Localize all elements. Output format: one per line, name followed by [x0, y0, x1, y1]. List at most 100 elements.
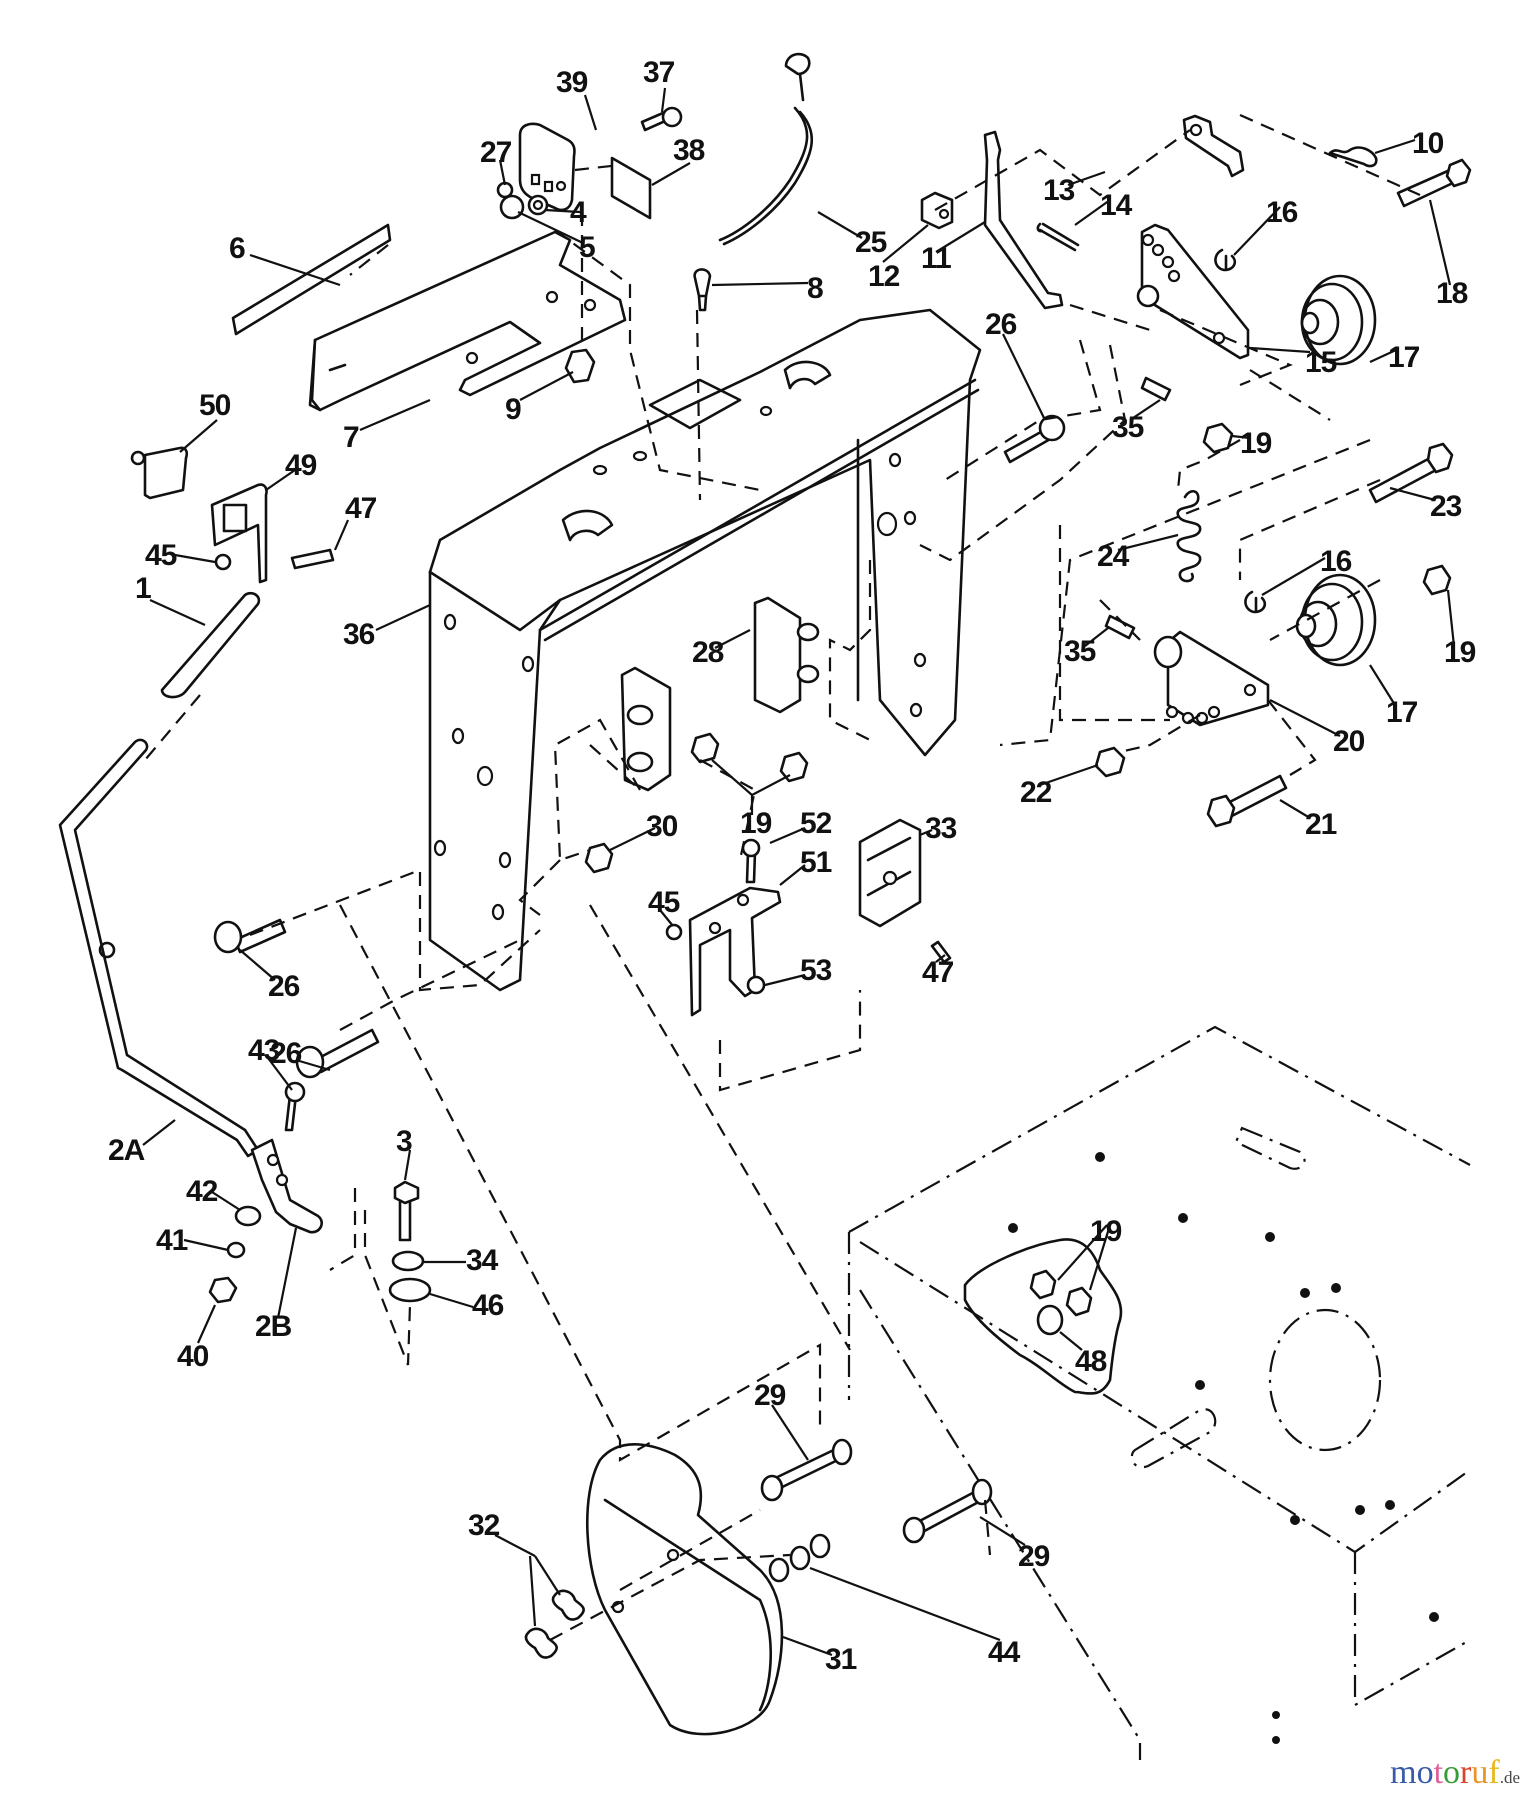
grease-fitting-part-35-upper	[1140, 376, 1172, 402]
callout-5: 5	[579, 231, 595, 264]
callout-47: 47	[345, 492, 377, 525]
callout-25: 25	[855, 226, 887, 259]
nut-part-19-upper	[1202, 422, 1234, 454]
cutaway-plate	[963, 1238, 1123, 1395]
leader-lines	[142, 87, 1456, 1657]
callout-44: 44	[988, 1636, 1021, 1669]
spring-part-24	[1176, 490, 1202, 583]
callout-46: 46	[472, 1289, 504, 1322]
callout-36: 36	[343, 618, 375, 651]
label-part-38	[610, 156, 652, 220]
callout-49: 49	[285, 449, 317, 482]
watermark-letter: t	[1433, 1754, 1444, 1791]
callout-42: 42	[186, 1175, 218, 1208]
callout-7: 7	[343, 421, 359, 454]
nut-part-22	[1094, 746, 1126, 778]
callout-18: 18	[1436, 277, 1468, 310]
callout-33: 33	[925, 812, 957, 845]
callout-26: 26	[270, 1037, 302, 1070]
spring-clip-part-16-lower	[1244, 590, 1267, 614]
callout-13: 13	[1043, 174, 1075, 207]
callout-51: 51	[800, 846, 832, 879]
callout-16: 16	[1320, 545, 1352, 578]
callout-48: 48	[1075, 1345, 1107, 1378]
callout-39: 39	[556, 66, 588, 99]
switch-part-50	[130, 446, 189, 500]
callout-19: 19	[740, 807, 772, 840]
shaft-part-29-left	[760, 1438, 853, 1502]
handle-grip-part-1	[160, 591, 261, 699]
belt-cover-part-31	[586, 1443, 784, 1736]
callout-38: 38	[673, 134, 705, 167]
bolt-part-21	[1206, 774, 1288, 828]
callout-17: 17	[1388, 341, 1420, 374]
nut-part-19-center-left	[690, 732, 720, 764]
callout-1: 1	[135, 572, 151, 605]
callout-12: 12	[868, 260, 900, 293]
callout-11: 11	[921, 242, 951, 275]
handle-bracket-part-2B	[250, 1138, 323, 1234]
callout-27: 27	[480, 136, 512, 169]
bearing-block-part-28-left	[620, 666, 672, 792]
bolt-head-part-37	[661, 106, 683, 128]
shaft-part-29-right	[902, 1478, 993, 1544]
nut-part-5	[499, 194, 525, 220]
callout-40: 40	[177, 1340, 209, 1373]
bolt-part-26-left	[213, 918, 287, 954]
cable-part-25	[718, 52, 814, 246]
callout-20: 20	[1333, 725, 1365, 758]
callout-29: 29	[754, 1379, 786, 1412]
callout-35: 35	[1064, 635, 1096, 668]
callout-26: 26	[985, 308, 1017, 341]
watermark-logo: motoruf.de	[1390, 1754, 1520, 1792]
callout-35: 35	[1112, 411, 1144, 444]
callout-26: 26	[268, 970, 300, 1003]
bolt-head-part-52	[741, 838, 761, 858]
callout-17: 17	[1386, 696, 1418, 729]
callout-41: 41	[156, 1224, 188, 1257]
washer-part-42	[234, 1205, 262, 1227]
watermark-letter: r	[1460, 1754, 1472, 1791]
watermark-letter: u	[1471, 1754, 1489, 1791]
link-part-13	[1182, 114, 1245, 178]
spring-clip-part-16	[1214, 248, 1237, 272]
lock-washer-part-41	[226, 1241, 246, 1259]
guide-block-part-33	[858, 818, 922, 928]
watermark-letter: m	[1390, 1754, 1417, 1791]
callout-19: 19	[1240, 427, 1272, 460]
callout-34: 34	[466, 1244, 499, 1277]
handle-lever-part-2A	[58, 738, 260, 1158]
bolt-head-part-26-upper	[1038, 414, 1066, 442]
callout-6: 6	[229, 232, 245, 265]
callout-30: 30	[646, 810, 678, 843]
cotter-pin-part-14	[1036, 222, 1080, 252]
bearing-block-part-28-right	[753, 596, 820, 714]
callout-9: 9	[505, 393, 521, 426]
callout-53: 53	[800, 954, 832, 987]
bracket-part-51	[688, 886, 782, 1017]
callout-28: 28	[692, 636, 724, 669]
callout-50: 50	[199, 389, 231, 422]
block-part-12	[920, 191, 954, 230]
wing-nut-part-32-lower	[524, 1627, 558, 1659]
washer-part-46	[388, 1277, 432, 1303]
bolt-part-18	[1396, 158, 1472, 208]
nut-part-19-right	[1422, 564, 1452, 596]
clip-part-10	[1328, 146, 1378, 168]
callout-2B: 2B	[255, 1310, 292, 1343]
callout-45: 45	[648, 886, 680, 919]
nut-part-9	[564, 348, 596, 384]
nut-part-40	[208, 1276, 238, 1304]
watermark-letter: o	[1416, 1754, 1434, 1791]
idler-bracket-part-15	[1136, 223, 1250, 360]
callout-21: 21	[1305, 808, 1337, 841]
callout-37: 37	[643, 56, 675, 89]
watermark-suffix: .de	[1499, 1768, 1520, 1787]
callout-labels: 39 37 27 38 4 5 25 6 8 9 7 12 11 14 13 1…	[108, 56, 1477, 1676]
callout-29: 29	[1018, 1540, 1050, 1573]
nut-part-53	[746, 975, 766, 995]
callout-4: 4	[570, 196, 587, 229]
screw-part-47-right	[930, 940, 952, 964]
bracket-part-7	[308, 230, 627, 412]
